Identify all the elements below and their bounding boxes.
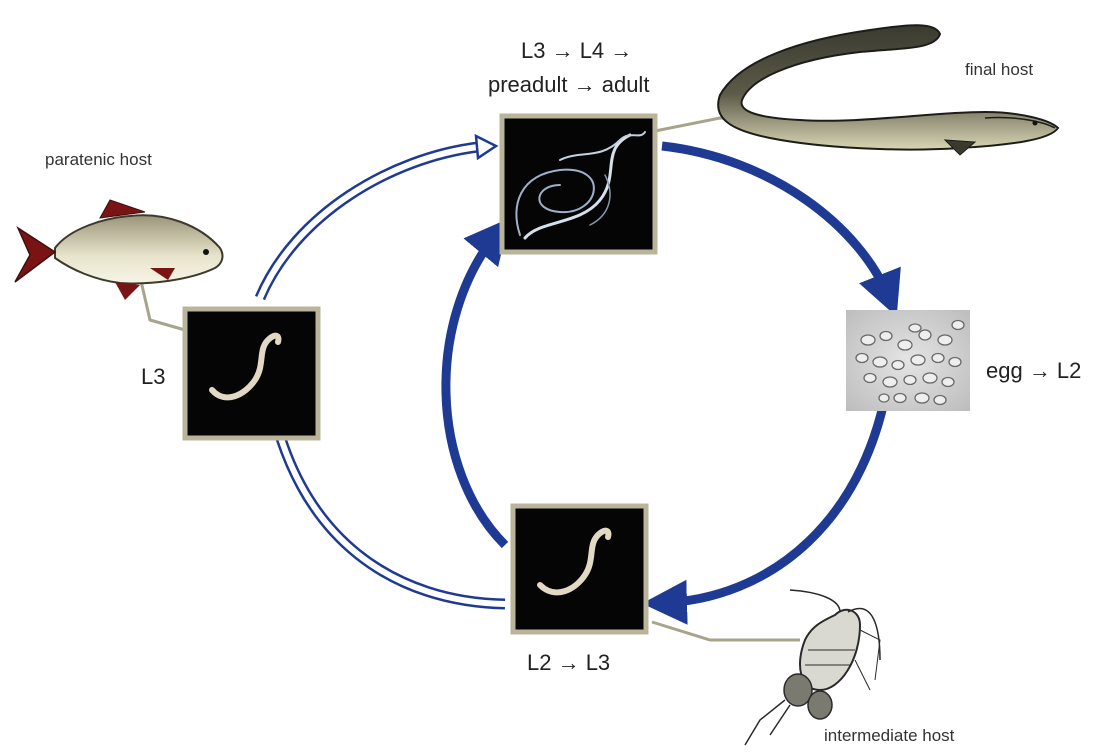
top-stage-label-line1: L3 → L4 → — [521, 38, 632, 64]
left-stage-label: L3 — [141, 364, 165, 390]
arrow-fish-to-final-head — [476, 136, 496, 158]
copepod-icon — [745, 590, 880, 745]
copepod-connector-line — [652, 622, 800, 640]
adult-worm-photo — [502, 116, 655, 252]
l2-larva-photo — [513, 506, 646, 632]
final-host-label: final host — [965, 60, 1033, 80]
fish-icon — [15, 200, 222, 300]
bottom-stage-label: L2 → L3 — [527, 650, 610, 676]
arrow-copepod-to-final — [446, 232, 505, 545]
arrow-adult-to-egg — [662, 146, 890, 300]
arrow-fish-to-final-outer — [260, 147, 478, 298]
egg-cluster-photo — [846, 310, 970, 411]
eel-icon — [718, 25, 1058, 155]
egg-stage-label: egg → L2 — [986, 358, 1081, 384]
l3-larva-photo — [185, 309, 318, 438]
top-stage-label-line2: preadult → adult — [488, 72, 649, 98]
arrow-fish-to-final-inner — [260, 147, 478, 298]
paratenic-host-label: paratenic host — [45, 150, 152, 170]
intermediate-host-label: intermediate host — [824, 726, 954, 746]
